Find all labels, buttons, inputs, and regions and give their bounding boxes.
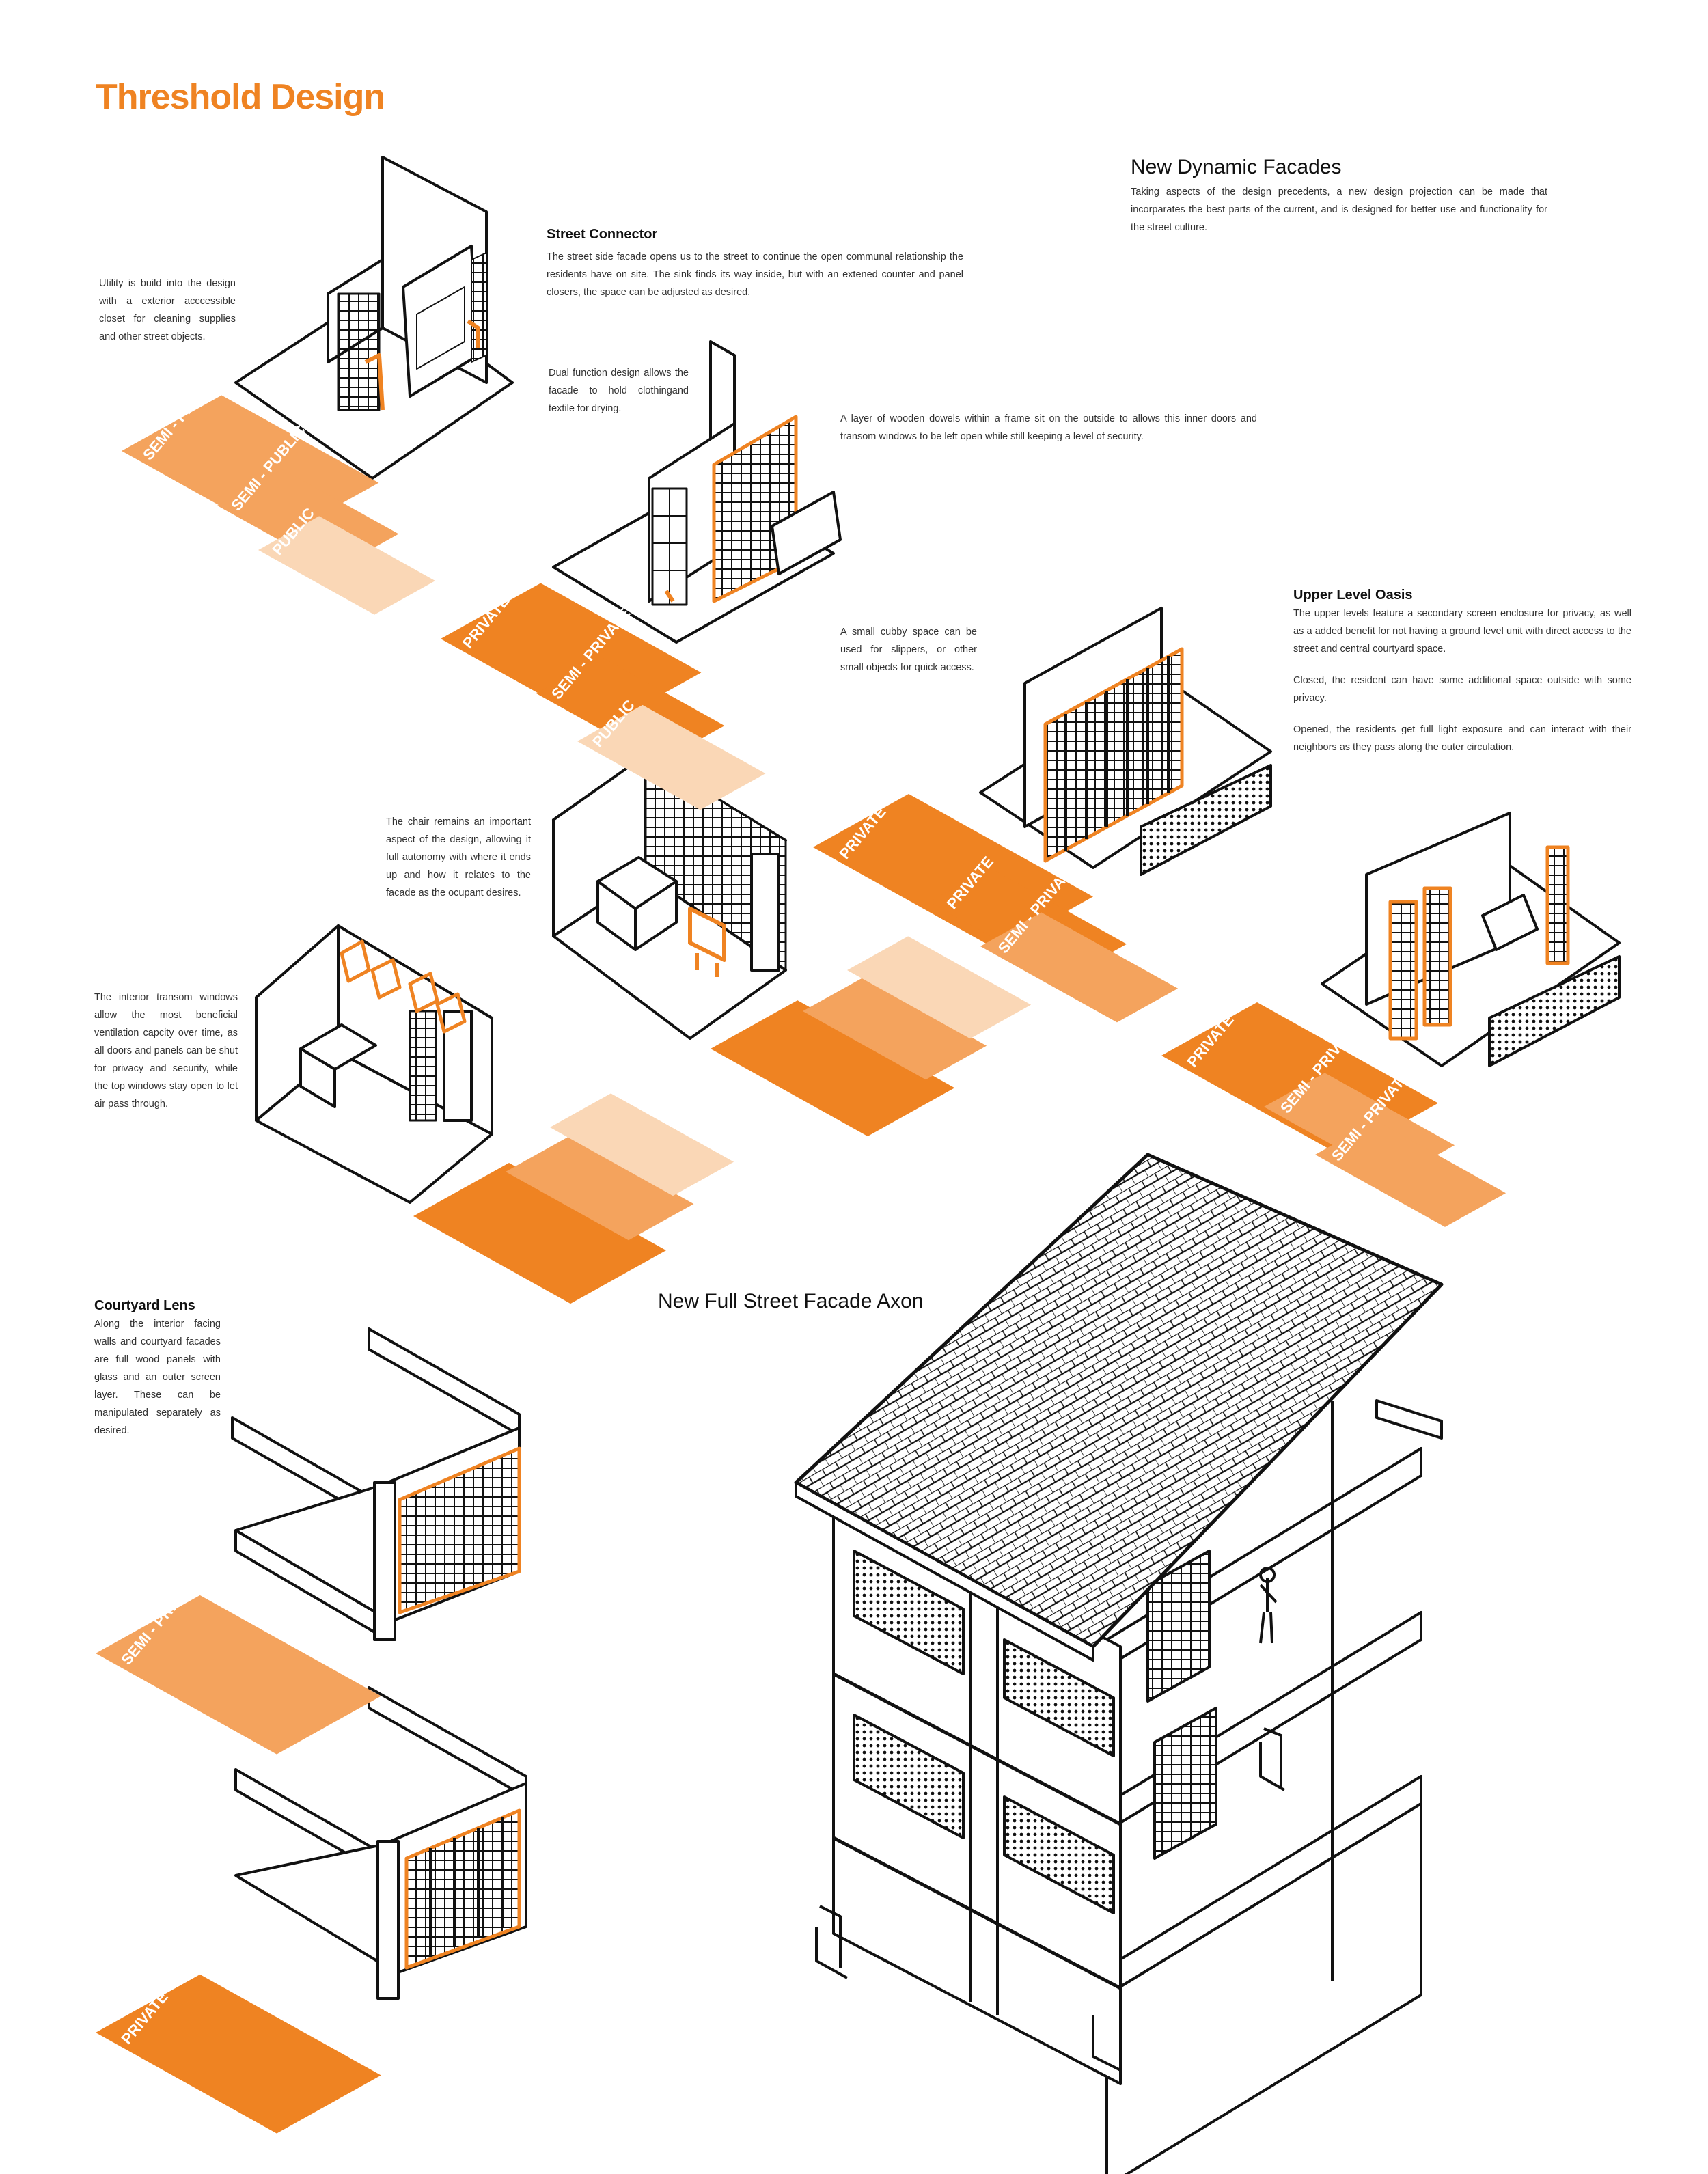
axon-module-upper-oasis-open	[1321, 812, 1621, 1067]
axon-module-chair	[552, 754, 787, 1040]
courtyard-lens-text: Along the interior facing walls and cour…	[94, 1319, 221, 1436]
upper-level-oasis-text-1: The upper levels feature a secondary scr…	[1293, 608, 1631, 655]
zone-plate-chair-2	[803, 977, 987, 1080]
zone-plate-chair-3	[847, 936, 1032, 1039]
dual-function-note: Dual function design allows the facade t…	[549, 368, 689, 414]
street-connector-heading: Street Connector	[547, 227, 658, 242]
zone-plate-transom-3	[550, 1093, 734, 1196]
courtyard-lens-heading: Courtyard Lens	[94, 1298, 195, 1313]
upper-level-oasis-text-3: Opened, the residents get full light exp…	[1293, 724, 1631, 753]
zone-plate-transom-1	[413, 1163, 666, 1304]
courtyard-lens-block: Courtyard Lens Along the interior facing…	[94, 1298, 221, 1440]
street-connector-text: The street side facade opens us to the s…	[547, 251, 963, 298]
new-dynamic-facades-heading: New Dynamic Facades	[1131, 156, 1342, 178]
street-connector-block: Street Connector The street side facade …	[547, 227, 963, 301]
axon-module-dual-function	[552, 340, 842, 644]
upper-level-oasis-block: Upper Level Oasis The upper levels featu…	[1293, 588, 1631, 756]
transom-note: The interior transom windows allow the m…	[94, 992, 238, 1110]
upper-level-oasis-heading: Upper Level Oasis	[1293, 588, 1413, 603]
zone-plate-chair-1	[711, 1000, 955, 1137]
axon-full-street-facade	[794, 1153, 1444, 2174]
axon-module-transom	[255, 924, 493, 1204]
cubby-note: A small cubby space can be used for slip…	[840, 627, 977, 673]
zone-plate-private-5: PRIVATE	[96, 1974, 381, 2134]
axon-module-upper-oasis-closed	[979, 607, 1272, 876]
axon-heading: New Full Street Facade Axon	[658, 1290, 924, 1312]
page-title: Threshold Design	[96, 77, 385, 117]
new-dynamic-facades-text: Taking aspects of the design precedents,…	[1131, 187, 1547, 233]
chair-note: The chair remains an important aspect of…	[386, 816, 531, 898]
axon-module-street-connector	[234, 156, 514, 480]
axon-module-courtyard-lens-2	[234, 1686, 527, 2000]
axon-module-courtyard-lens-1	[231, 1327, 521, 1641]
upper-level-oasis-text-2: Closed, the resident can have some addit…	[1293, 675, 1631, 704]
new-dynamic-facades-block: New Dynamic Facades Taking aspects of th…	[1131, 156, 1547, 236]
zone-plate-transom-2	[506, 1135, 694, 1241]
dowels-note: A layer of wooden dowels within a frame …	[840, 413, 1257, 442]
utility-note: Utility is build into the design with a …	[99, 278, 236, 342]
